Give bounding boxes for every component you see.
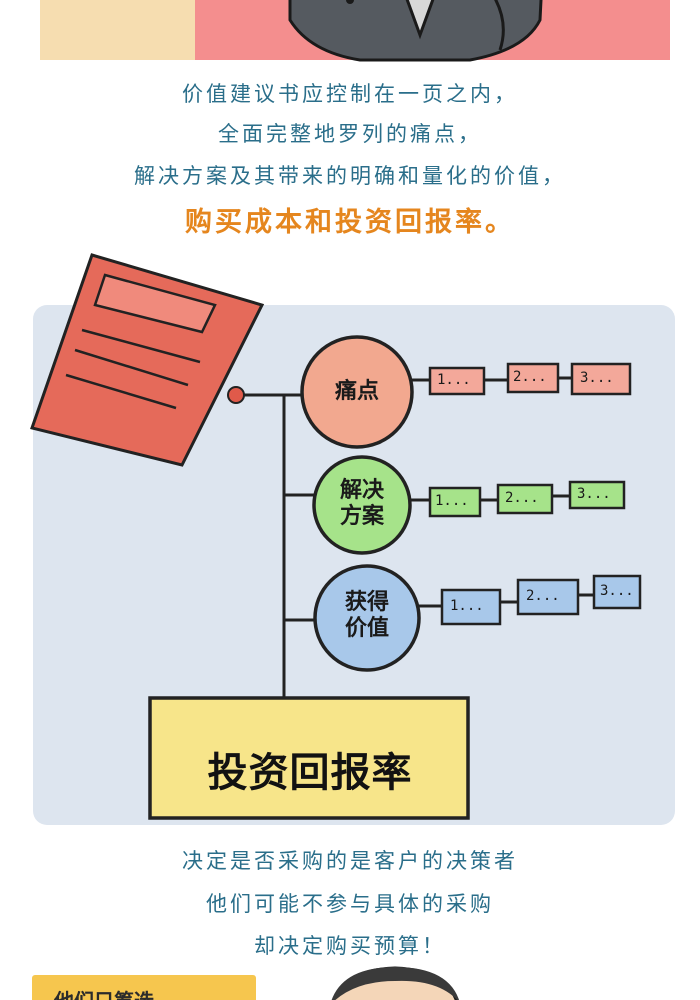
pain-item-label-2: 2... xyxy=(513,369,547,385)
pain-item-label-3: 3... xyxy=(580,370,614,386)
value-item-label-2: 2... xyxy=(526,588,560,604)
node-circle-pain-points xyxy=(300,335,414,449)
caption-highlight: 购买成本和投资回报率。 xyxy=(185,207,515,238)
roi-box xyxy=(148,696,470,820)
pain-item-box-3 xyxy=(570,362,632,396)
node-circle-solution xyxy=(312,455,412,555)
solution-item-label-2: 2... xyxy=(505,490,539,506)
node-label-value: 获得 价值 xyxy=(344,590,389,641)
caption-line-5: 他们可能不参与具体的采购 xyxy=(206,892,494,916)
bottom-tag-text: 他们只筹选 xyxy=(54,985,154,1000)
value-item-label-1: 1... xyxy=(450,598,484,614)
roi-label: 投资回报率 xyxy=(207,750,413,796)
person-head-illustration xyxy=(331,966,459,1000)
pain-item-label-1: 1... xyxy=(437,372,471,388)
value-item-label-3: 3... xyxy=(600,583,634,599)
solution-item-label-3: 3... xyxy=(577,486,611,502)
node-label-pain-points: 痛点 xyxy=(334,379,379,404)
caption-line-1: 价值建议书应控制在一页之内， xyxy=(182,82,518,106)
caption-line-2: 全面完整地罗列的痛点， xyxy=(218,122,482,146)
caption-line-3: 解决方案及其带来的明确和量化的价值， xyxy=(134,164,566,188)
solution-item-label-1: 1... xyxy=(435,493,469,509)
person-illustration xyxy=(288,0,543,62)
bottom-tag: 他们只筹选 xyxy=(32,975,256,1000)
value-proposition-diagram: 痛点 解决 方案 获得 价值 1... 2... 3... 1... 2... … xyxy=(0,250,700,840)
document-icon xyxy=(30,253,265,467)
node-circle-value xyxy=(313,564,421,672)
caption-line-4: 决定是否采购的是客户的决策者 xyxy=(182,849,518,873)
caption-line-6: 却决定购买预算！ xyxy=(254,934,446,958)
solution-item-box-1 xyxy=(428,486,482,518)
solution-item-box-2 xyxy=(496,483,554,515)
value-item-box-1 xyxy=(440,588,502,626)
diagram-canvas xyxy=(30,253,675,825)
value-item-box-3 xyxy=(592,574,642,610)
node-label-solution: 解决 方案 xyxy=(339,478,384,529)
solution-item-box-3 xyxy=(568,480,626,510)
pain-item-box-1 xyxy=(428,366,486,396)
value-item-box-2 xyxy=(516,578,580,616)
connector-dot xyxy=(227,386,245,404)
